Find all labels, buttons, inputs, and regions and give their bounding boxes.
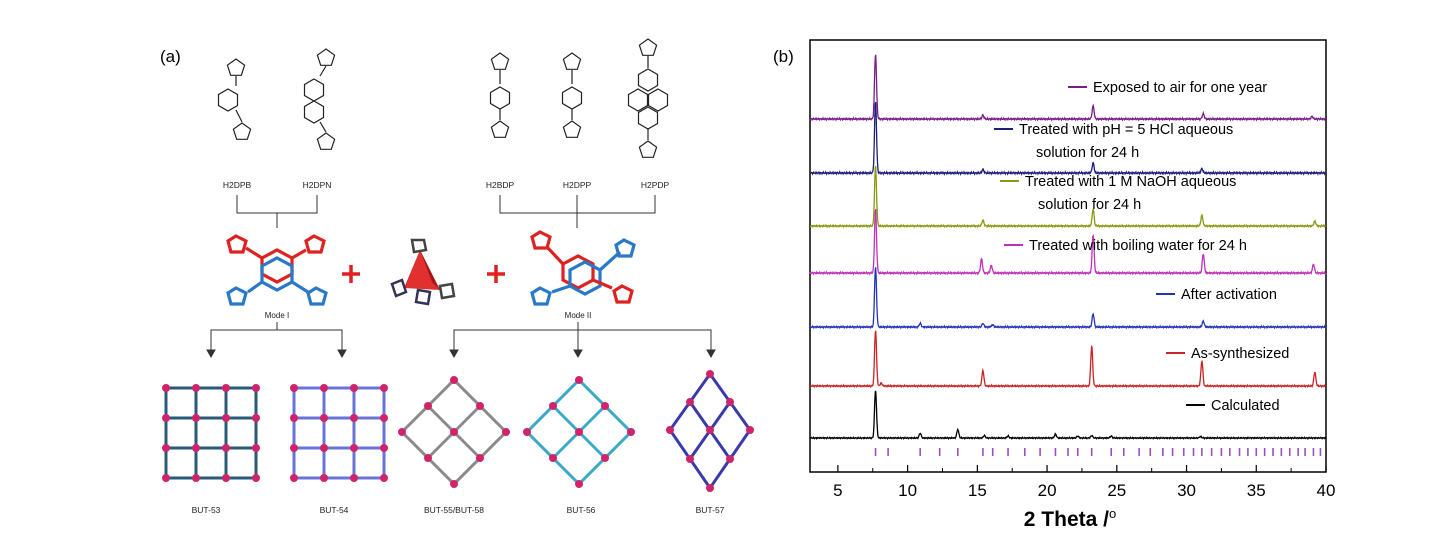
panel-a-label: (a) <box>160 47 181 66</box>
legend-label: solution for 24 h <box>1038 197 1141 213</box>
framework-but-54 <box>290 384 388 482</box>
legend-label: Treated with pH = 5 HCl aqueous <box>1019 122 1233 138</box>
ligand-structure-h2bdp <box>489 52 511 138</box>
panel-a: (a) <box>160 38 754 515</box>
reflection-ticks <box>874 448 1322 456</box>
pattern-hcl <box>809 101 1327 176</box>
pattern-as-synthesized <box>809 330 1327 389</box>
pattern-after-activation <box>809 267 1327 330</box>
legend-label: solution for 24 h <box>1036 145 1139 161</box>
metal-cluster-tetrahedron-icon <box>390 238 456 306</box>
ligand-brackets <box>236 195 656 228</box>
ligand-structure-h2dpn <box>303 48 336 150</box>
ligand-label-4: H2DPP <box>563 180 592 190</box>
x-tick-label: 20 <box>1038 481 1057 500</box>
legend-label: Treated with boiling water for 24 h <box>1029 238 1247 254</box>
legend-label: Exposed to air for one year <box>1093 80 1267 96</box>
pattern-air <box>809 54 1327 122</box>
plus-icon <box>342 265 360 283</box>
x-axis-label-unit: o <box>1109 506 1116 521</box>
mode-i-motif <box>226 234 328 306</box>
framework-label-1: BUT-53 <box>192 505 221 515</box>
x-axis-label-text: 2 Theta / <box>1024 508 1109 531</box>
legend-label: After activation <box>1181 287 1277 303</box>
x-tick-label: 15 <box>968 481 987 500</box>
framework-but-56 <box>523 376 635 488</box>
legend-label: Treated with 1 M NaOH aqueous <box>1025 174 1236 190</box>
legend-label: As-synthesized <box>1191 346 1289 362</box>
x-tick-label: 40 <box>1317 481 1336 500</box>
mode-arrows <box>206 322 716 359</box>
x-tick-label: 10 <box>898 481 917 500</box>
x-tick-label: 5 <box>833 481 842 500</box>
legend-label: Calculated <box>1211 398 1280 414</box>
ligand-label-5: H2PDP <box>641 180 670 190</box>
framework-label-4: BUT-56 <box>567 505 596 515</box>
ligand-structure-h2dpp <box>561 52 583 138</box>
ligand-label-2: H2DPN <box>303 180 332 190</box>
framework-label-3: BUT-55/BUT-58 <box>424 505 484 515</box>
framework-but-57 <box>666 370 754 492</box>
framework-but-53 <box>162 384 260 482</box>
framework-label-5: BUT-57 <box>696 505 725 515</box>
ligand-structure-h2pdp <box>627 38 669 158</box>
plot-frame <box>809 39 1327 473</box>
plus-icon <box>487 265 505 283</box>
ligand-label-3: H2BDP <box>486 180 515 190</box>
ligand-label-1: H2DPB <box>223 180 252 190</box>
pattern-naoh <box>809 166 1327 229</box>
ligand-structure-h2dpb <box>217 58 252 140</box>
panel-b: (b) 5 10 15 20 25 30 35 40 Exposed to air for o… <box>773 39 1335 531</box>
x-tick-label: 25 <box>1107 481 1126 500</box>
x-tick-label: 30 <box>1177 481 1196 500</box>
framework-but-55-58 <box>398 376 510 488</box>
framework-label-2: BUT-54 <box>320 505 349 515</box>
x-axis-label: 2 Theta /o <box>1024 506 1116 531</box>
x-tick-label: 35 <box>1247 481 1266 500</box>
mode-ii-label: Mode II <box>565 311 592 320</box>
pattern-boiling-water <box>809 209 1327 276</box>
panel-b-label: (b) <box>773 47 794 66</box>
mode-ii-motif <box>530 230 636 306</box>
xrd-patterns <box>809 54 1327 441</box>
x-axis: 5 10 15 20 25 30 35 40 <box>833 465 1335 500</box>
mode-i-label: Mode I <box>265 311 289 320</box>
pattern-calculated <box>809 390 1327 441</box>
